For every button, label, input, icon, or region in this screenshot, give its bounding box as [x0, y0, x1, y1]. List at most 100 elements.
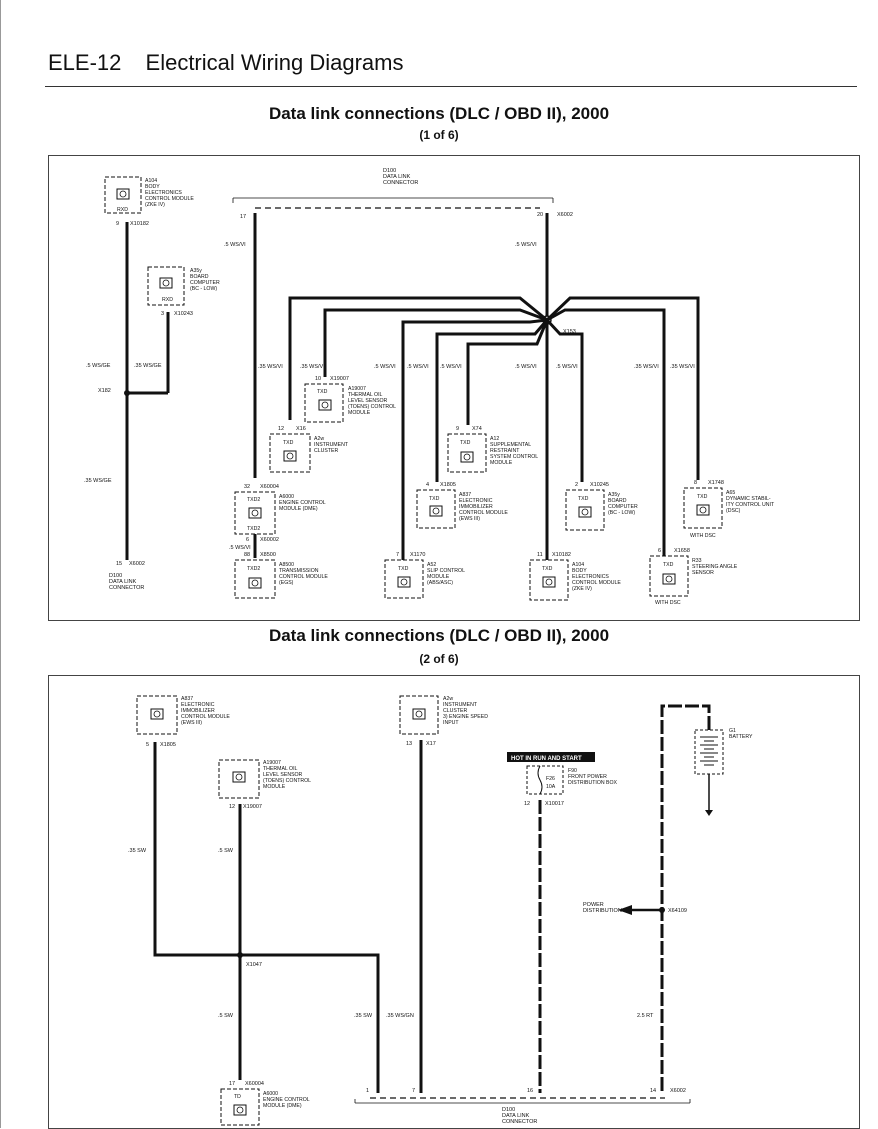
svg-text:.5 WS/VI: .5 WS/VI — [515, 242, 537, 248]
page-code: ELE-12 — [48, 50, 122, 75]
svg-text:(ABS/ASC): (ABS/ASC) — [427, 580, 453, 586]
svg-text:RXD: RXD — [162, 297, 173, 303]
svg-text:.5 WS/VI: .5 WS/VI — [224, 242, 246, 248]
svg-text:IMMOBILIZER: IMMOBILIZER — [181, 708, 215, 714]
x153-label: X153 — [563, 329, 576, 335]
svg-text:DATA LINK: DATA LINK — [109, 579, 137, 585]
svg-text:TXD: TXD — [697, 494, 708, 500]
svg-text:A6000: A6000 — [279, 494, 294, 500]
svg-text:MODULE (DME): MODULE (DME) — [263, 1103, 302, 1109]
svg-text:COMPUTER: COMPUTER — [190, 280, 220, 286]
diagram1-wiring: D100 DATA LINK CONNECTOR 17 20 X6002 RXD… — [84, 168, 775, 606]
svg-text:BODY: BODY — [145, 184, 160, 190]
svg-text:X8500: X8500 — [260, 552, 276, 558]
svg-text:A104: A104 — [572, 562, 584, 568]
svg-text:.5 WS/VI: .5 WS/VI — [556, 364, 578, 370]
svg-text:A837: A837 — [181, 696, 193, 702]
wire-battery — [660, 704, 711, 1093]
svg-text:MODULE: MODULE — [427, 574, 450, 580]
svg-text:WITH DSC: WITH DSC — [655, 600, 681, 606]
svg-text:A52: A52 — [427, 562, 436, 568]
a104-top-box — [104, 176, 142, 214]
svg-text:X17: X17 — [426, 741, 436, 747]
svg-text:4: 4 — [426, 482, 429, 488]
wire-a837 — [153, 742, 380, 1093]
svg-text:INSTRUMENT: INSTRUMENT — [314, 442, 349, 448]
svg-text:A12: A12 — [490, 436, 499, 442]
svg-text:9: 9 — [456, 426, 459, 432]
svg-text:X10245: X10245 — [590, 482, 609, 488]
svg-text:ELECTRONICS: ELECTRONICS — [145, 190, 182, 196]
svg-text:X1170: X1170 — [410, 552, 426, 558]
svg-text:X60004: X60004 — [245, 1081, 264, 1087]
svg-text:11: 11 — [537, 552, 543, 558]
svg-text:.35 WS/GE: .35 WS/GE — [84, 478, 112, 484]
svg-text:R33: R33 — [692, 558, 702, 564]
svg-text:F26: F26 — [546, 776, 555, 782]
d100-top-line1: D100 — [383, 168, 396, 174]
svg-text:A35y: A35y — [190, 268, 202, 274]
svg-text:10: 10 — [315, 376, 321, 382]
svg-text:(DSC): (DSC) — [726, 508, 741, 514]
a6000-d2-box — [220, 1088, 260, 1126]
svg-text:LEVEL SENSOR: LEVEL SENSOR — [263, 772, 303, 778]
svg-text:(EWS III): (EWS III) — [459, 516, 480, 522]
a35y-bot-box — [565, 489, 605, 531]
svg-text:(ZKE IV): (ZKE IV) — [572, 586, 592, 592]
svg-text:BOARD: BOARD — [608, 498, 627, 504]
svg-text:.5 WS/VI: .5 WS/VI — [440, 364, 462, 370]
svg-text:TXD: TXD — [542, 566, 553, 572]
svg-text:F90: F90 — [568, 768, 577, 774]
f26-fuse-box — [526, 765, 564, 795]
svg-text:16: 16 — [527, 1088, 533, 1094]
svg-text:12: 12 — [524, 801, 530, 807]
svg-text:5: 5 — [146, 742, 149, 748]
svg-text:X1805: X1805 — [440, 482, 456, 488]
svg-text:TXD: TXD — [578, 496, 589, 502]
svg-text:RESTRAINT: RESTRAINT — [490, 448, 520, 454]
svg-text:ELECTRONICS: ELECTRONICS — [572, 574, 609, 580]
svg-text:.35 WS/VI: .35 WS/VI — [258, 364, 283, 370]
svg-text:(BC - LOW): (BC - LOW) — [608, 510, 635, 516]
page-edge — [0, 0, 1, 1128]
svg-text:FRONT POWER: FRONT POWER — [568, 774, 607, 780]
svg-text:3) ENGINE SPEED: 3) ENGINE SPEED — [443, 714, 488, 720]
svg-text:.5 WS/VI: .5 WS/VI — [374, 364, 396, 370]
svg-text:6: 6 — [246, 537, 249, 543]
svg-text:15: 15 — [116, 561, 122, 567]
svg-text:ELECTRONIC: ELECTRONIC — [181, 702, 215, 708]
svg-text:THERMAL OIL: THERMAL OIL — [348, 392, 383, 398]
svg-text:INSTRUMENT: INSTRUMENT — [443, 702, 478, 708]
svg-text:CONTROL MODULE: CONTROL MODULE — [145, 196, 194, 202]
d100-pin20: 20 — [537, 212, 543, 218]
svg-text:CLUSTER: CLUSTER — [443, 708, 467, 714]
diagram1-title: Data link connections (DLC / OBD II), 20… — [268, 104, 610, 123]
svg-text:BATTERY: BATTERY — [729, 734, 753, 740]
svg-text:X6002: X6002 — [129, 561, 145, 567]
svg-text:SLIP CONTROL: SLIP CONTROL — [427, 568, 465, 574]
a2w-d2-box — [399, 695, 439, 735]
svg-text:ENGINE CONTROL: ENGINE CONTROL — [279, 500, 326, 506]
svg-text:CONTROL MODULE: CONTROL MODULE — [459, 510, 508, 516]
a837-d2-box — [136, 695, 178, 735]
svg-text:CONTROL MODULE: CONTROL MODULE — [572, 580, 621, 586]
svg-text:DISTRIBUTION: DISTRIBUTION — [583, 908, 622, 914]
svg-text:TXD2: TXD2 — [247, 566, 260, 572]
svg-text:TXD: TXD — [429, 496, 440, 502]
svg-text:TD: TD — [234, 1094, 241, 1100]
svg-text:.5 SW: .5 SW — [218, 848, 234, 854]
hot-in-run-bar — [507, 752, 595, 762]
svg-text:SUPPLEMENTAL: SUPPLEMENTAL — [490, 442, 531, 448]
svg-text:X1805: X1805 — [160, 742, 176, 748]
svg-text:CONNECTOR: CONNECTOR — [109, 585, 144, 591]
svg-text:X64109: X64109 — [668, 908, 687, 914]
svg-text:LEVEL SENSOR: LEVEL SENSOR — [348, 398, 388, 404]
diagram2-wiring: A837 ELECTRONIC IMMOBILIZER CONTROL MODU… — [128, 695, 753, 1126]
svg-text:.35 WS/VI: .35 WS/VI — [300, 364, 325, 370]
a8500-box — [234, 559, 276, 599]
svg-text:.35 WS/VI: .35 WS/VI — [670, 364, 695, 370]
svg-text:2: 2 — [575, 482, 578, 488]
svg-text:(EGS): (EGS) — [279, 580, 294, 586]
svg-text:TXD: TXD — [663, 562, 674, 568]
